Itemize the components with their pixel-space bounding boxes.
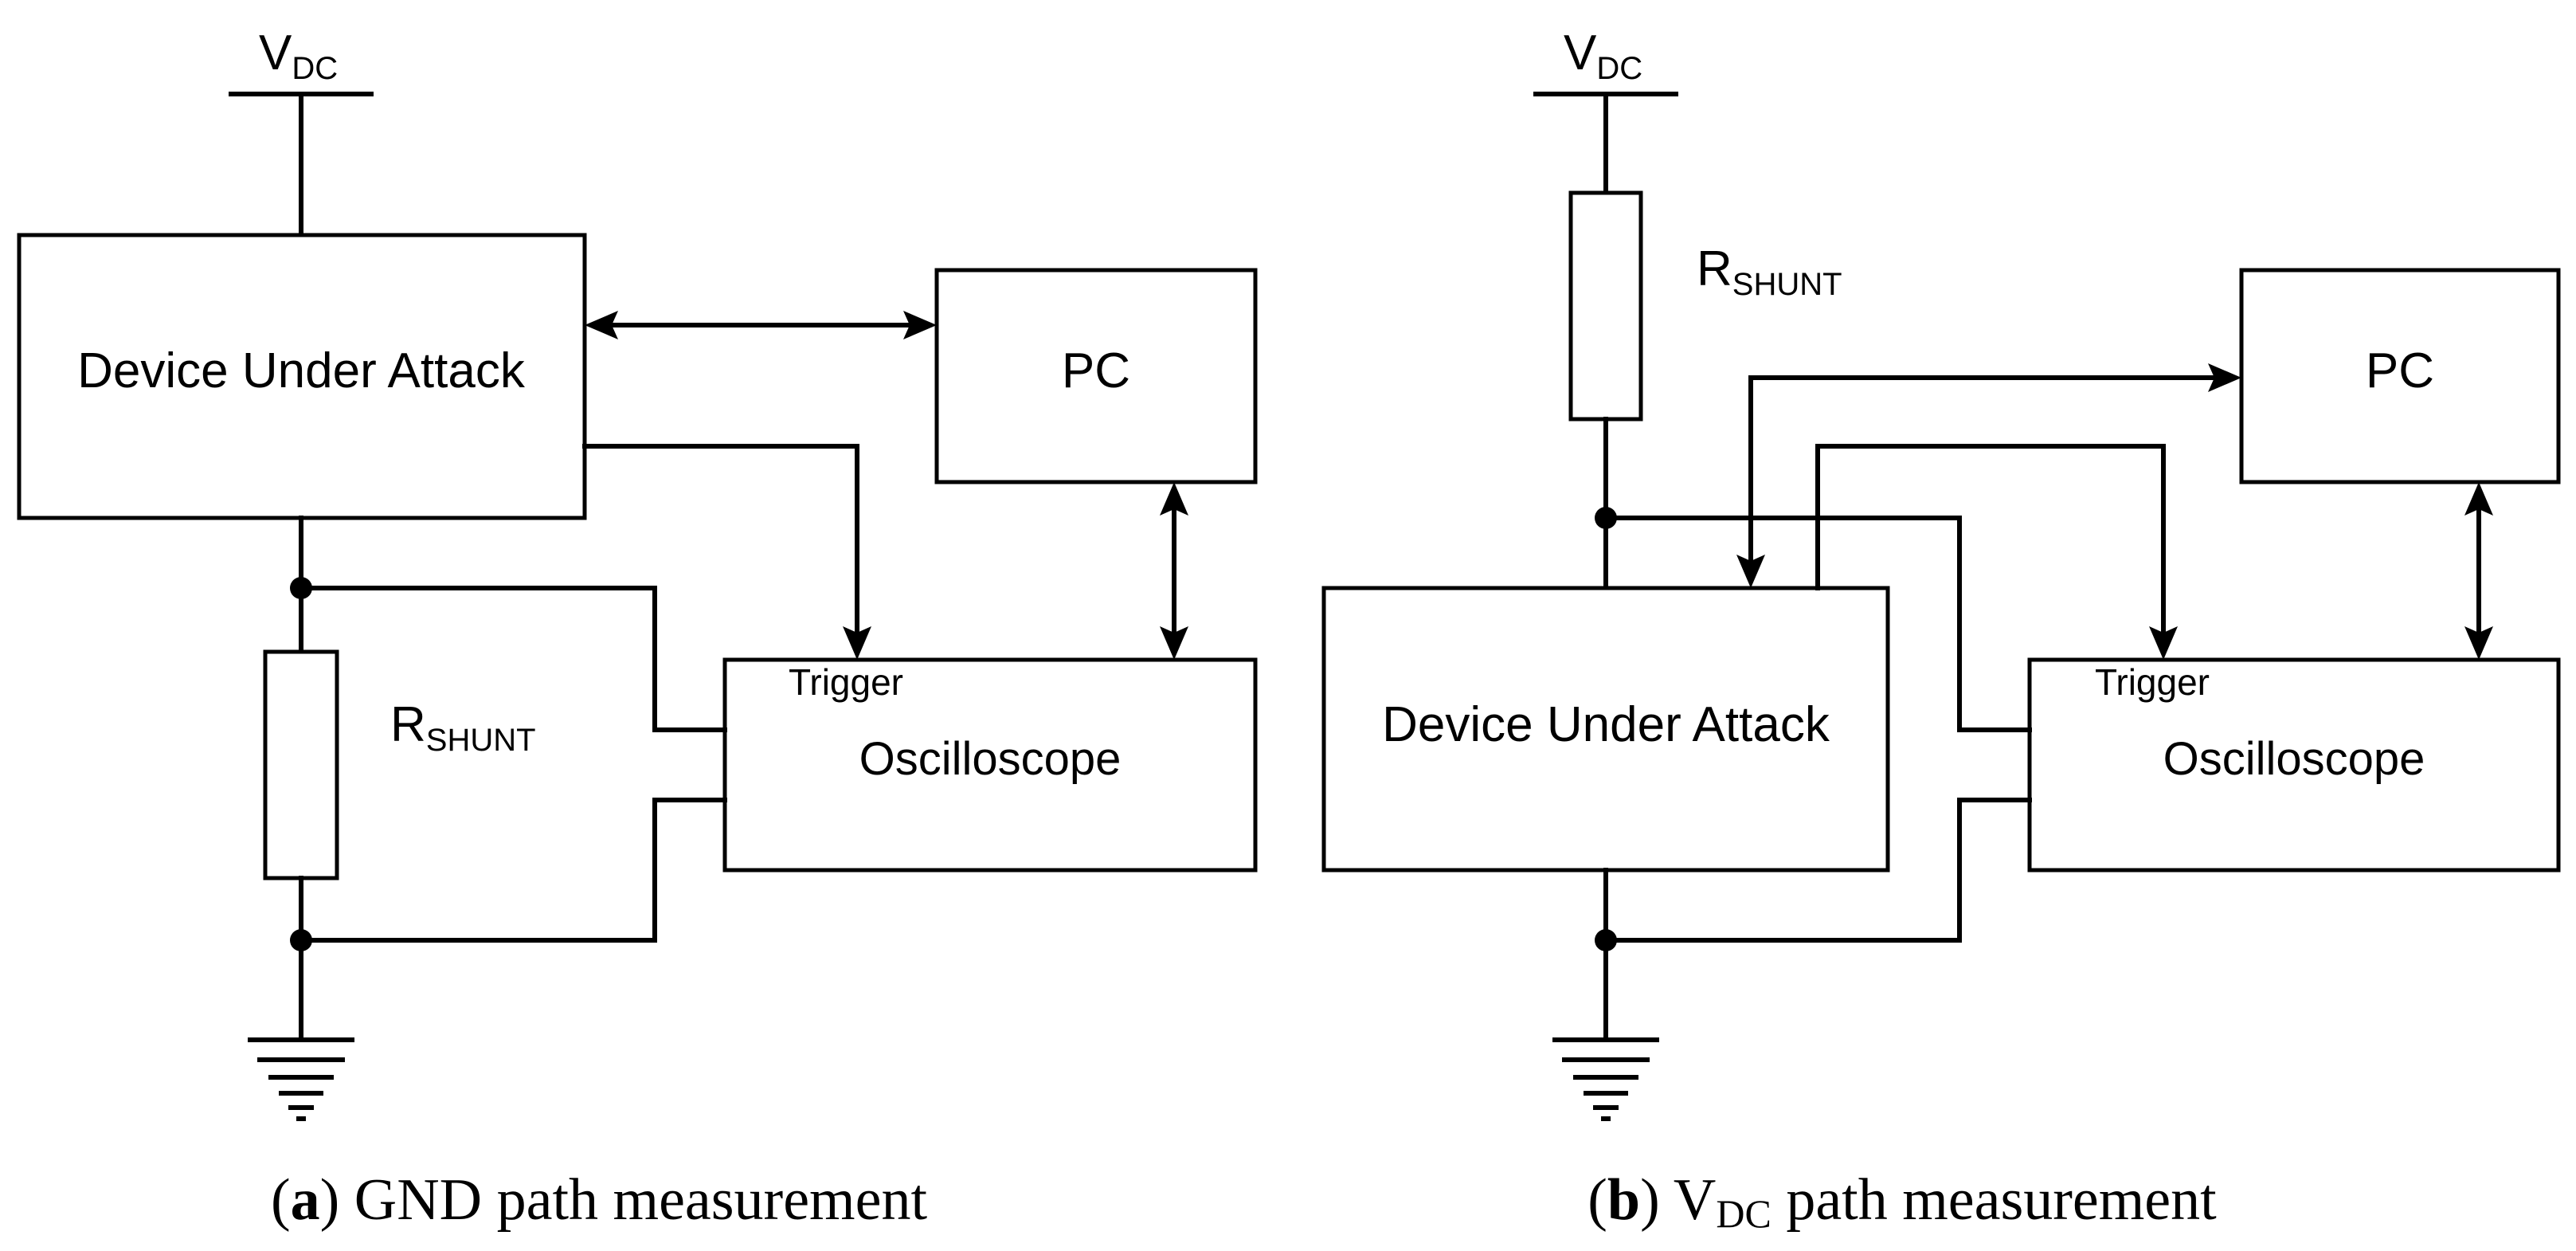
oscilloscope-box-b: [2027, 657, 2561, 873]
device-label-a: Device Under Attack: [77, 343, 526, 398]
shunt-resistor-b: [1568, 190, 1643, 422]
ground-icon-a: [248, 1037, 354, 1121]
vdc-label-a: VDC: [259, 25, 338, 86]
arrow-head-pc-a: [903, 311, 937, 339]
probe-wire-bottom-a: [299, 798, 727, 943]
arrow-head-osc-a: [1160, 626, 1188, 660]
device-under-attack-box-a: [17, 233, 587, 520]
caption-a: (a) GND path measurement: [271, 1167, 927, 1233]
panel-b-vdc-path: VDC RSHUNT Device Under Attack PC Trigge…: [1321, 25, 2561, 1236]
pc-box-a: [934, 268, 1258, 484]
device-label-b: Device Under Attack: [1382, 697, 1830, 752]
arrow-head-device-a: [585, 311, 618, 339]
rshunt-label-b: RSHUNT: [1697, 241, 1842, 302]
trigger-label-b: Trigger: [2095, 661, 2210, 703]
device-pc-link-b: [1748, 375, 2223, 570]
trigger-label-a: Trigger: [789, 661, 903, 703]
arrow-head-device-b: [1736, 555, 1765, 588]
trigger-wire-a: [582, 444, 859, 640]
pc-box-b: [2239, 268, 2561, 484]
caption-b: (b) VDC path measurement: [1587, 1167, 2217, 1236]
arrow-head-pc-b: [2208, 363, 2241, 392]
probe-wire-top-b: [1603, 516, 2032, 732]
probe-wire-bottom-b: [1603, 798, 2032, 943]
vdc-label-b: VDC: [1564, 25, 1642, 86]
oscilloscope-label-a: Oscilloscope: [859, 733, 1122, 785]
pc-label-b: PC: [2366, 343, 2434, 398]
arrow-head-pc-top-b: [2464, 482, 2493, 516]
ground-icon-b: [1552, 1037, 1659, 1121]
pc-label-a: PC: [1062, 343, 1130, 398]
oscilloscope-box-a: [722, 657, 1258, 873]
rshunt-label-a: RSHUNT: [390, 697, 536, 758]
panel-a-gnd-path: VDC Device Under Attack PC Trigger Oscil…: [17, 25, 1258, 1233]
probe-wire-top-a: [299, 586, 727, 732]
arrow-head-pc-top-a: [1160, 482, 1188, 516]
trigger-arrow-head-b: [2149, 626, 2178, 660]
device-under-attack-box-b: [1321, 586, 1890, 873]
trigger-arrow-head-a: [843, 626, 871, 660]
shunt-resistor-a: [263, 649, 339, 880]
oscilloscope-label-b: Oscilloscope: [2163, 733, 2425, 785]
arrow-head-osc-b: [2464, 626, 2493, 660]
